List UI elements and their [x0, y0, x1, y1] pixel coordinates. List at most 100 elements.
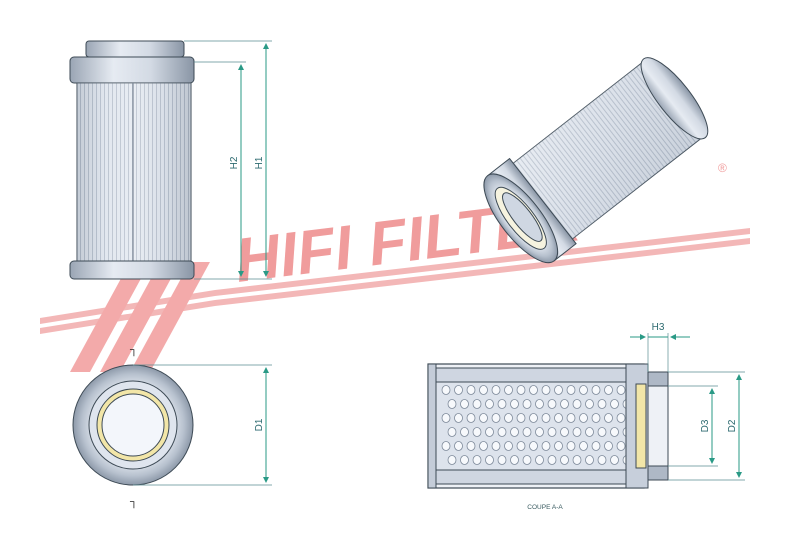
perforation-hole — [579, 413, 588, 423]
isometric-bore — [502, 192, 543, 242]
section-seal — [635, 383, 647, 469]
perforation-hole — [479, 385, 488, 395]
perforation-hole — [479, 441, 488, 451]
perforation-hole — [579, 385, 588, 395]
perforation-hole — [547, 399, 557, 409]
perforation-hole — [472, 455, 482, 465]
perforation-hole — [479, 413, 488, 423]
end-view-bore — [101, 393, 165, 457]
perforation-hole — [610, 427, 619, 437]
perforation-hole — [472, 399, 482, 409]
perforation-hole — [541, 441, 551, 451]
perforation-hole — [491, 385, 501, 395]
perforation-hole — [441, 413, 451, 423]
section-label: COUPE A-A — [527, 504, 563, 511]
perforation-hole — [547, 455, 557, 465]
perforation-hole — [504, 385, 513, 395]
perforation-hole — [610, 399, 619, 409]
perforation-hole — [447, 455, 457, 465]
perforation-hole — [497, 455, 507, 465]
perforation-hole — [566, 385, 576, 395]
perforation-hole — [497, 399, 507, 409]
perforation-hole — [597, 427, 607, 437]
perforation-hole — [610, 455, 619, 465]
perforation-hole — [485, 399, 494, 409]
front-view-neck — [85, 40, 185, 58]
perforation-hole — [604, 413, 613, 423]
perforation-hole — [447, 399, 457, 409]
perforation-hole — [522, 427, 532, 437]
perforation-hole — [472, 427, 482, 437]
perforation-hole — [604, 441, 613, 451]
perforation-hole — [504, 441, 513, 451]
section-marker-bottom: ┐ — [129, 496, 138, 509]
perforation-hole — [504, 413, 513, 423]
perforation-hole — [541, 385, 551, 395]
perforation-hole — [585, 399, 594, 409]
section-perforations — [441, 385, 632, 465]
perforation-hole — [554, 413, 563, 423]
dimension-h3: H3 — [630, 322, 690, 372]
perforation-hole — [585, 455, 594, 465]
perforation-hole — [516, 413, 526, 423]
perforation-hole — [510, 455, 519, 465]
front-view-bottom-cap — [69, 260, 195, 280]
section-media-top — [435, 367, 637, 383]
perforation-hole — [547, 427, 557, 437]
section-marker-top: ┐ — [129, 344, 138, 357]
perforation-hole — [466, 413, 476, 423]
perforation-hole — [460, 427, 469, 437]
perforation-hole — [604, 385, 613, 395]
dimension-d1: D1 — [133, 364, 272, 486]
perforation-hole — [466, 385, 476, 395]
perforation-hole — [579, 441, 588, 451]
perforation-hole — [466, 441, 476, 451]
perforation-hole — [529, 385, 538, 395]
perforation-hole — [491, 413, 501, 423]
perforation-hole — [529, 413, 538, 423]
front-view-shading — [77, 83, 191, 261]
perforation-hole — [454, 441, 463, 451]
perforation-hole — [516, 385, 526, 395]
perforation-hole — [441, 385, 451, 395]
perforation-hole — [616, 413, 626, 423]
perforation-hole — [616, 441, 626, 451]
dimension-h2-label: H2 — [229, 156, 240, 169]
perforation-hole — [554, 441, 563, 451]
perforation-hole — [572, 427, 582, 437]
section-view: COUPE A-A — [427, 363, 669, 511]
dimension-d3-label: D3 — [700, 419, 711, 432]
section-outlet-bore — [647, 385, 669, 467]
perforation-hole — [591, 441, 601, 451]
dimension-d3: D3 — [668, 385, 718, 467]
perforation-hole — [591, 385, 601, 395]
front-view-top-cap — [69, 56, 195, 84]
perforation-hole — [597, 455, 607, 465]
perforation-hole — [560, 455, 569, 465]
perforation-hole — [566, 413, 576, 423]
perforation-hole — [510, 399, 519, 409]
perforation-hole — [597, 399, 607, 409]
front-view — [69, 40, 195, 280]
perforation-hole — [529, 441, 538, 451]
perforation-hole — [541, 413, 551, 423]
watermark-registered-mark: ® — [718, 161, 727, 175]
perforation-hole — [554, 385, 563, 395]
perforation-hole — [522, 399, 532, 409]
watermark-stripes — [40, 228, 750, 334]
perforation-hole — [460, 455, 469, 465]
perforation-hole — [560, 427, 569, 437]
perforation-hole — [497, 427, 507, 437]
perforation-hole — [535, 399, 544, 409]
dimension-h2: H2 — [194, 61, 246, 277]
perforation-hole — [616, 385, 626, 395]
perforation-hole — [485, 427, 494, 437]
perforation-hole — [454, 413, 463, 423]
perforation-hole — [441, 441, 451, 451]
perforation-hole — [516, 441, 526, 451]
perforation-hole — [585, 427, 594, 437]
perforation-hole — [535, 427, 544, 437]
isometric-shading — [506, 60, 704, 244]
